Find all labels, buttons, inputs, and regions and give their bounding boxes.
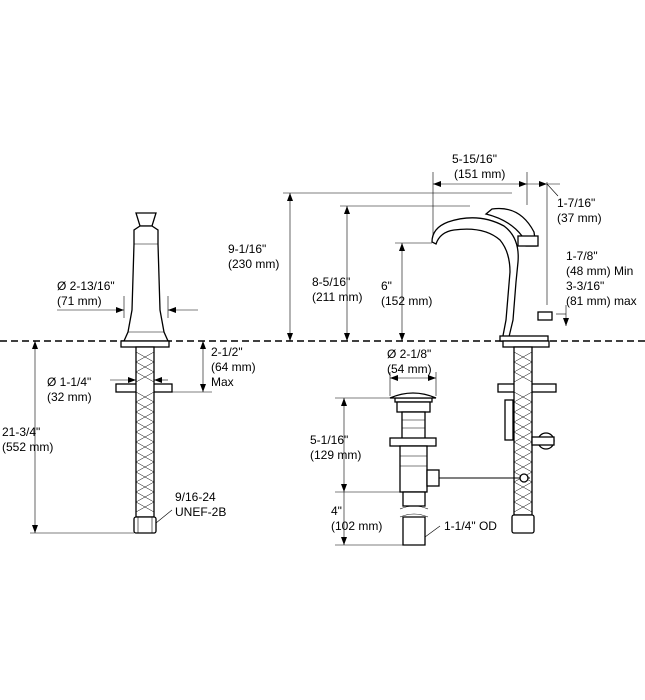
spout-reach-dimension xyxy=(432,172,528,236)
tail-od-leader xyxy=(424,525,441,538)
drain-length-inches: 5-1/16" xyxy=(310,433,348,447)
drain-length-dimension xyxy=(335,397,400,493)
tail-length-mm: (102 mm) xyxy=(331,519,382,533)
side-view-faucet xyxy=(122,212,170,342)
front-view-faucet xyxy=(431,207,553,342)
clearance-inches: 1-7/8" xyxy=(566,249,598,263)
clearance-max-mm: (81 mm) max xyxy=(566,294,637,308)
drain-diameter-mm: (54 mm) xyxy=(387,362,432,376)
tail-length-inches: 4" xyxy=(331,504,342,518)
tail-length-dimension xyxy=(335,492,403,546)
overall-height-dimension xyxy=(283,192,512,341)
outlet-height-inches: 6" xyxy=(381,279,392,293)
supply-length-inches: 21-3/4" xyxy=(2,425,40,439)
clearance-max-inches: 3-3/16" xyxy=(566,279,604,293)
base-diameter-inches: Ø 2-13/16" xyxy=(57,279,115,293)
drain-diameter-inches: Ø 2-1/8" xyxy=(387,347,431,361)
base-diameter-dimension xyxy=(57,296,198,318)
overall-height-inches: 9-1/16" xyxy=(228,242,266,256)
deck-thickness-dimension xyxy=(172,341,212,393)
overall-height-mm: (230 mm) xyxy=(228,257,279,271)
clearance-dimension xyxy=(556,305,569,326)
spout-reach-inches: 5-15/16" xyxy=(452,152,497,166)
front-view-shank xyxy=(497,340,557,534)
spout-height-mm: (211 mm) xyxy=(312,290,362,304)
drain-length-mm: (129 mm) xyxy=(310,448,361,462)
handle-offset-dimension xyxy=(527,181,560,305)
thread-spec-2: UNEF-2B xyxy=(175,505,226,519)
shank-diameter-dimension xyxy=(110,377,168,383)
spout-reach-mm: (151 mm) xyxy=(454,167,505,181)
spout-height-dimension xyxy=(340,205,470,341)
spout-height-inches: 8-5/16" xyxy=(312,275,350,289)
outlet-height-mm: (152 mm) xyxy=(381,294,432,308)
drain-assembly xyxy=(389,392,530,546)
base-diameter-mm: (71 mm) xyxy=(57,294,102,308)
clearance-mm-min: (48 mm) Min xyxy=(566,264,633,278)
thread-spec: 9/16-24 xyxy=(175,490,216,504)
deck-thickness-inches: 2-1/2" xyxy=(211,345,243,359)
supply-length-mm: (552 mm) xyxy=(2,440,53,454)
supply-length-dimension xyxy=(30,341,134,534)
handle-offset-inches: 1-7/16" xyxy=(557,196,595,210)
handle-offset-mm: (37 mm) xyxy=(557,211,602,225)
deck-thickness-max: Max xyxy=(211,375,234,389)
outlet-height-dimension xyxy=(395,242,432,341)
shank-diameter-mm: (32 mm) xyxy=(47,390,92,404)
shank-diameter-inches: Ø 1-1/4" xyxy=(47,375,91,389)
deck-thickness-mm: (64 mm) xyxy=(211,360,256,374)
thread-spec-leader xyxy=(155,509,173,524)
drain-diameter-dimension xyxy=(389,372,437,396)
tail-od: 1-1/4" OD xyxy=(444,519,497,533)
side-view-shank xyxy=(115,340,173,534)
